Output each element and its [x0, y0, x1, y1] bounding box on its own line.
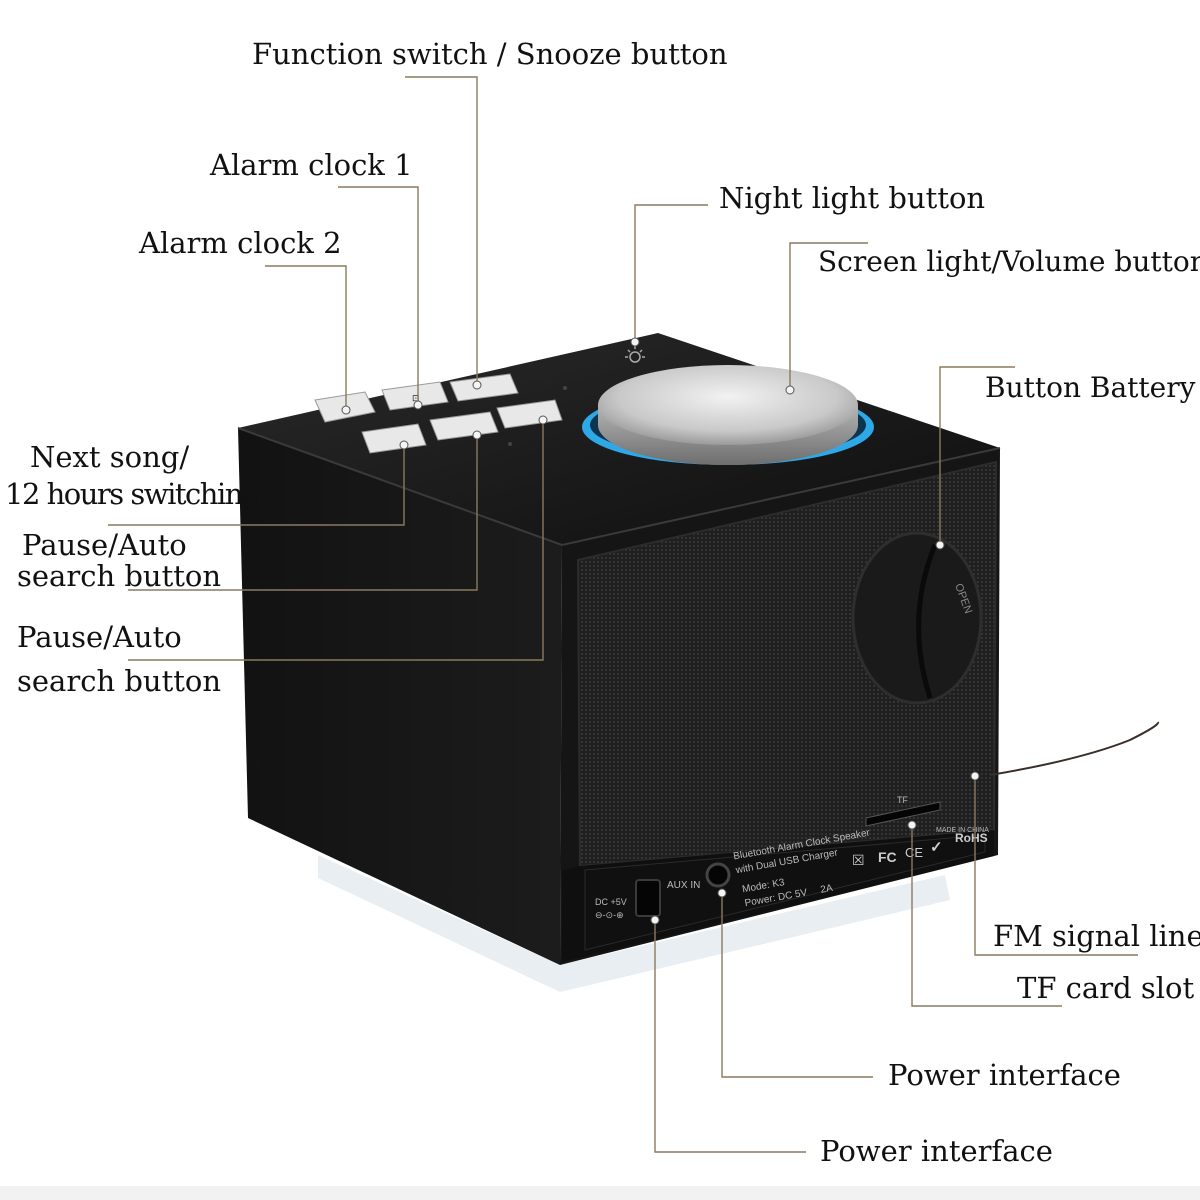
- leader-dots: [341, 337, 980, 925]
- label-tf-card-slot: TF card slot: [1017, 971, 1195, 1005]
- function-switch-key: [449, 373, 519, 402]
- dc-polarity: ⊖-⊙-⊕: [595, 910, 624, 920]
- top-edge-highlight: [237, 427, 1001, 547]
- ce-mark: CE: [905, 845, 923, 860]
- label-alarm-clock-2: Alarm clock 2: [139, 226, 342, 260]
- label-next-song-line2: 12 hours switching: [5, 477, 260, 511]
- leader-function-switch: [405, 76, 478, 385]
- mic-hole-2: [508, 442, 512, 446]
- fm-signal-wire: [989, 721, 1160, 776]
- leader-screen-light: [789, 242, 868, 390]
- label-pause-auto-1-line1: Pause/Auto: [22, 528, 187, 562]
- leader-next-song: [108, 445, 405, 526]
- label-alarm-clock-1: Alarm clock 1: [210, 148, 413, 182]
- tf-label: TF: [897, 795, 908, 805]
- aux-label: AUX IN: [667, 880, 700, 891]
- leader-pause-auto-2: [128, 420, 544, 661]
- amp-text: 2A: [820, 883, 834, 896]
- alarm-clock-1-key: [381, 381, 449, 411]
- label-pause-auto-2-line1: Pause/Auto: [17, 620, 182, 654]
- c-tick-mark: ✓: [930, 839, 943, 856]
- base-reflection: [318, 855, 950, 992]
- label-pause-auto-2-line2: search button: [17, 664, 222, 698]
- leader-power-interface-1: [721, 893, 873, 1078]
- aux-jack: [705, 862, 731, 888]
- leader-power-interface-2: [654, 920, 806, 1153]
- mic-hole-1: [563, 386, 567, 390]
- battery-cover-groove: [916, 544, 938, 699]
- label-fm-signal-line: FM signal line: [993, 919, 1200, 953]
- bottom-strip: [0, 1186, 1200, 1200]
- label-screen-light-volume: Screen light/Volume button: [818, 245, 1200, 278]
- label-button-battery: Button Battery: [985, 371, 1196, 404]
- next-song-key: [361, 423, 427, 454]
- label-power-interface-1: Power interface: [888, 1058, 1121, 1092]
- leader-alarm-clock-2: [265, 265, 347, 410]
- svg-text:⊡: ⊡: [412, 394, 420, 404]
- tf-slot: [865, 801, 941, 827]
- leader-fm-signal: [974, 776, 1138, 956]
- label-night-light: Night light button: [719, 181, 986, 215]
- leader-night-light: [634, 204, 708, 342]
- volume-knob: [598, 365, 858, 445]
- device-left-face: [238, 428, 562, 965]
- label-pause-auto-1-line2: search button: [17, 559, 222, 593]
- leader-alarm-clock-1: [338, 186, 419, 405]
- top-buttons-row-1: ⊡ ⊡: [314, 373, 519, 423]
- label-power-interface-2: Power interface: [820, 1134, 1053, 1168]
- night-light-icon: [625, 346, 645, 363]
- weee-mark: ☒: [852, 853, 865, 869]
- fc-mark: FC: [878, 849, 897, 865]
- leader-button-battery: [939, 366, 1015, 545]
- connector-panel-face: [584, 834, 986, 951]
- leader-pause-auto-1: [128, 435, 478, 591]
- label-function-switch: Function switch / Snooze button: [252, 37, 728, 71]
- leader-lines: [108, 76, 1138, 1153]
- label-next-song-line1: Next song/: [30, 440, 190, 474]
- dc-jack: [635, 879, 661, 917]
- rohs-mark: RoHS: [955, 831, 988, 845]
- made-in-text: MADE IN CHINA: [936, 827, 989, 834]
- leader-tf-card: [911, 825, 1062, 1007]
- dc-label: DC +5V: [595, 897, 627, 907]
